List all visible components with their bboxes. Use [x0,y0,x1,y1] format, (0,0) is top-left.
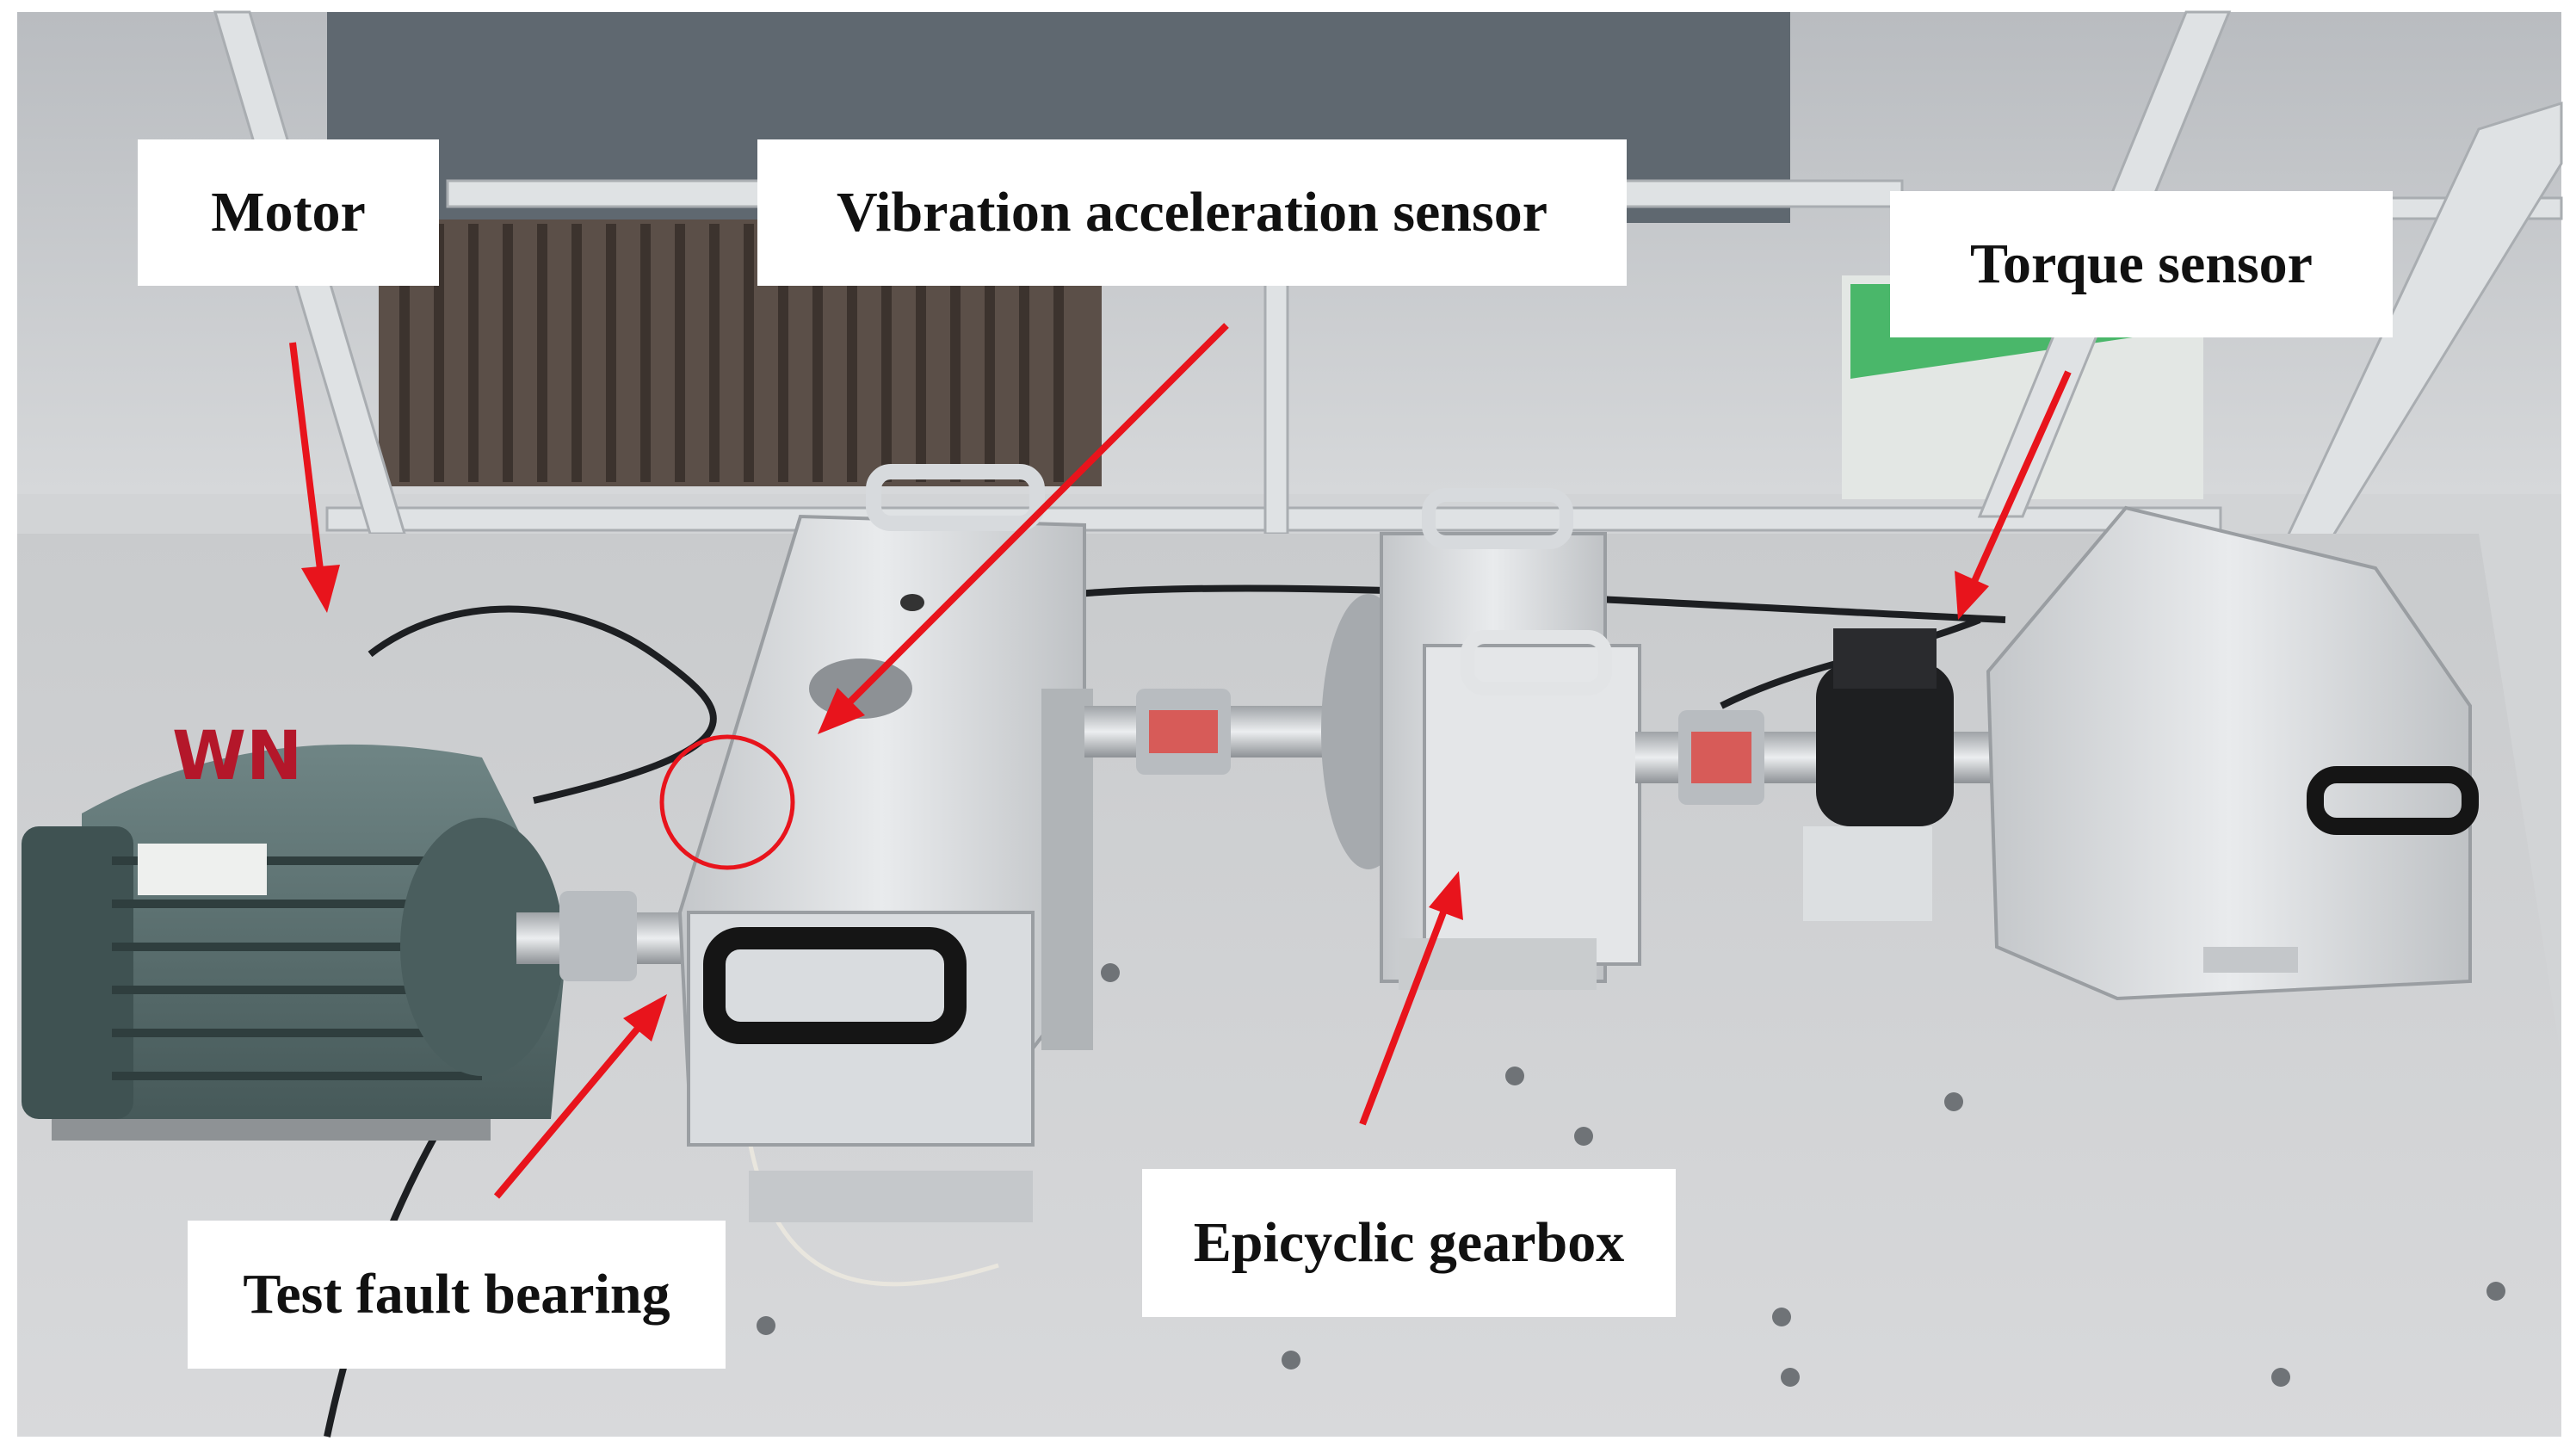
epicyclic-gearbox-label-text: Epicyclic gearbox [1193,1211,1625,1274]
motor-marking: WN [172,718,302,795]
vibration-sensor-label-text: Vibration acceleration sensor [836,181,1548,244]
epicyclic-gearbox [1321,488,1641,990]
motor-body: WN [22,718,568,1141]
torque-sensor-label: Torque sensor [1890,191,2393,337]
bearing-housing [677,464,1093,1222]
coupling-left [559,891,637,981]
vibration-sensor-label: Vibration acceleration sensor [757,139,1627,286]
motor-label: Motor [138,139,439,286]
epicyclic-gearbox-label: Epicyclic gearbox [1142,1169,1676,1317]
annotation-arrows [289,323,2072,1199]
test-fault-bearing-label: Test fault bearing [188,1221,726,1369]
motor-label-text: Motor [211,181,366,244]
torque-sensor-body [1803,628,1954,921]
sensor-highlight-circle [659,734,795,870]
torque-sensor-label-text: Torque sensor [1970,232,2313,295]
load-unit [1986,505,2479,1001]
table-bolts [757,963,2505,1387]
test-fault-bearing-label-text: Test fault bearing [243,1263,670,1326]
